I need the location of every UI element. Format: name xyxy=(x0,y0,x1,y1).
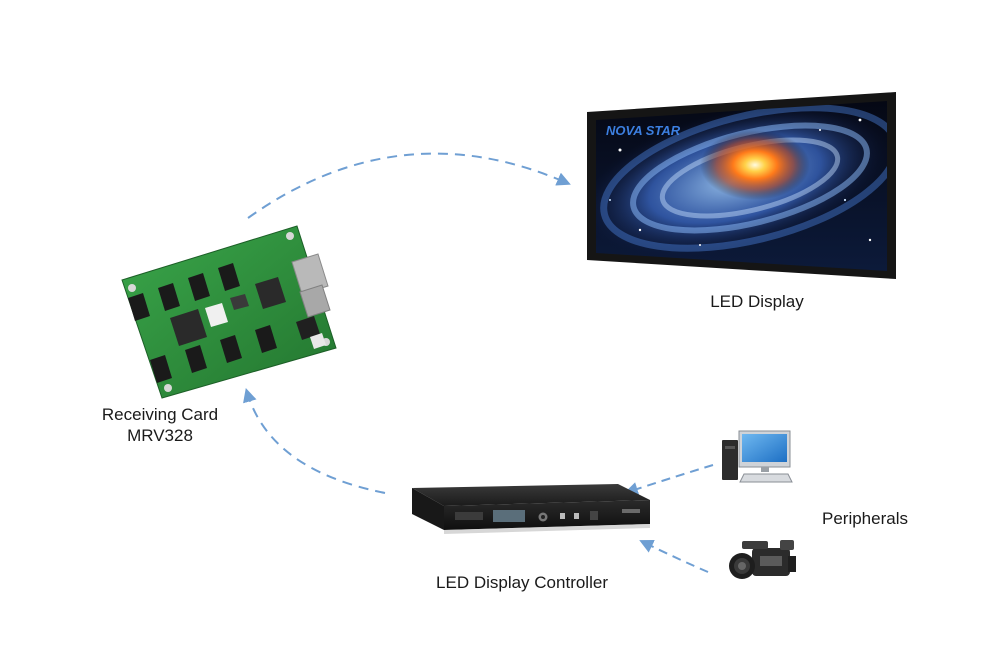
receiving-card-model-label: MRV328 xyxy=(127,426,193,445)
led-screen-icon: NOVA STAR xyxy=(587,92,896,279)
peripherals-label: Peripherals xyxy=(822,509,908,528)
circuit-board-icon xyxy=(121,225,337,399)
arrow-camera-to-controller xyxy=(639,539,709,573)
rack-controller-icon xyxy=(412,484,650,534)
receiving-card-label: Receiving Card xyxy=(101,405,219,424)
video-camera-icon xyxy=(729,540,796,579)
arrow-card-to-display xyxy=(247,152,571,219)
arrow-controller-to-card xyxy=(243,387,386,494)
led-display-label: LED Display xyxy=(710,292,804,311)
screen-brand-logo: NOVA STAR xyxy=(606,123,681,138)
desktop-computer-icon xyxy=(722,430,793,483)
arrow-computer-to-controller xyxy=(624,464,714,496)
led-display-controller-label: LED Display Controller xyxy=(436,573,608,592)
